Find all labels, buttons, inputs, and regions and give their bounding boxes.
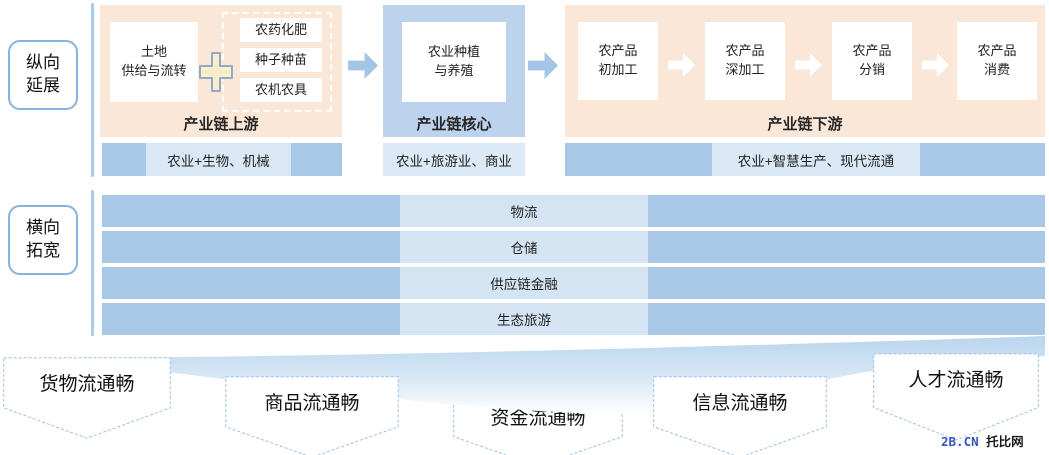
banner-label: 货物流通畅: [39, 374, 135, 395]
banner-label: 人才流通畅: [908, 370, 1004, 391]
fusion-bar-core: 农业+旅游业、商业: [383, 143, 525, 176]
input-box-seeds-seedlings: 种子种苗: [240, 48, 322, 72]
fusion-bar-upstream: 农业+生物、机械: [102, 143, 342, 176]
banner-label: 信息流通畅: [692, 393, 788, 414]
plus-icon: [199, 52, 233, 92]
service-row-label: 仓储: [400, 231, 648, 263]
bar-cap: [291, 143, 342, 176]
bar-cap: [920, 143, 1045, 176]
banner-pentagon: [2, 357, 172, 439]
banner-pentagon: [872, 353, 1040, 441]
input-box-pesticide-fertilizer: 农药化肥: [240, 18, 322, 42]
row-cap: [648, 303, 1045, 335]
banner-goods-flow: 货物流通畅: [2, 357, 172, 439]
inputs-dashed-group: [222, 12, 332, 112]
service-row-eco-tourism: 生态旅游: [102, 303, 1045, 335]
vertical-extension-label: 纵向 延展: [8, 40, 78, 110]
row-cap: [102, 195, 400, 227]
banner-label: 商品流通畅: [264, 393, 360, 414]
banner-talent-flow: 人才流通畅: [872, 353, 1040, 441]
distribution-box: 农产品 分销: [832, 22, 912, 100]
banner-information-flow: 信息流通畅: [652, 376, 828, 455]
banner-pentagon: [224, 376, 400, 455]
service-row-warehousing: 仓储: [102, 231, 1045, 263]
fusion-bar-downstream: 农业+智慧生产、现代流通: [565, 143, 1045, 176]
horizontal-broadening-label: 横向 拓宽: [8, 205, 78, 275]
upstream-caption: 产业链上游: [183, 116, 259, 133]
planting-breeding-box: 农业种植 与养殖: [402, 22, 506, 102]
watermark-site: 2B.CN: [941, 434, 979, 449]
row-cap: [648, 195, 1045, 227]
row-cap: [102, 267, 400, 299]
service-row-label: 生态旅游: [400, 303, 648, 335]
row-cap: [102, 303, 400, 335]
service-row-label: 供应链金融: [400, 267, 648, 299]
bar-cap: [565, 143, 712, 176]
downstream-caption: 产业链下游: [767, 116, 843, 133]
watermark-name: 托比网: [986, 434, 1024, 449]
row-cap: [648, 231, 1045, 263]
core-caption: 产业链核心: [416, 116, 492, 133]
horizontal-section-divider: [91, 190, 94, 336]
fusion-bar-label: 农业+智慧生产、现代流通: [712, 143, 920, 176]
input-box-farm-machinery: 农机农具: [240, 78, 322, 102]
primary-processing-box: 农产品 初加工: [578, 22, 658, 100]
watermark: 2B.CN 托比网: [941, 431, 1024, 450]
service-row-logistics: 物流: [102, 195, 1045, 227]
row-cap: [102, 231, 400, 263]
banner-label: 资金流通畅: [490, 408, 586, 429]
bar-cap: [102, 143, 146, 176]
service-row-label: 物流: [400, 195, 648, 227]
fusion-bar-label: 农业+生物、机械: [146, 143, 291, 176]
land-supply-box: 土地 供给与流转: [110, 22, 198, 102]
service-row-supply-chain-finance: 供应链金融: [102, 267, 1045, 299]
row-cap: [648, 267, 1045, 299]
banner-pentagon: [652, 376, 828, 455]
consumption-box: 农产品 消费: [957, 22, 1037, 100]
banner-commodity-flow: 商品流通畅: [224, 376, 400, 455]
deep-processing-box: 农产品 深加工: [705, 22, 785, 100]
vertical-section-divider: [91, 3, 94, 177]
